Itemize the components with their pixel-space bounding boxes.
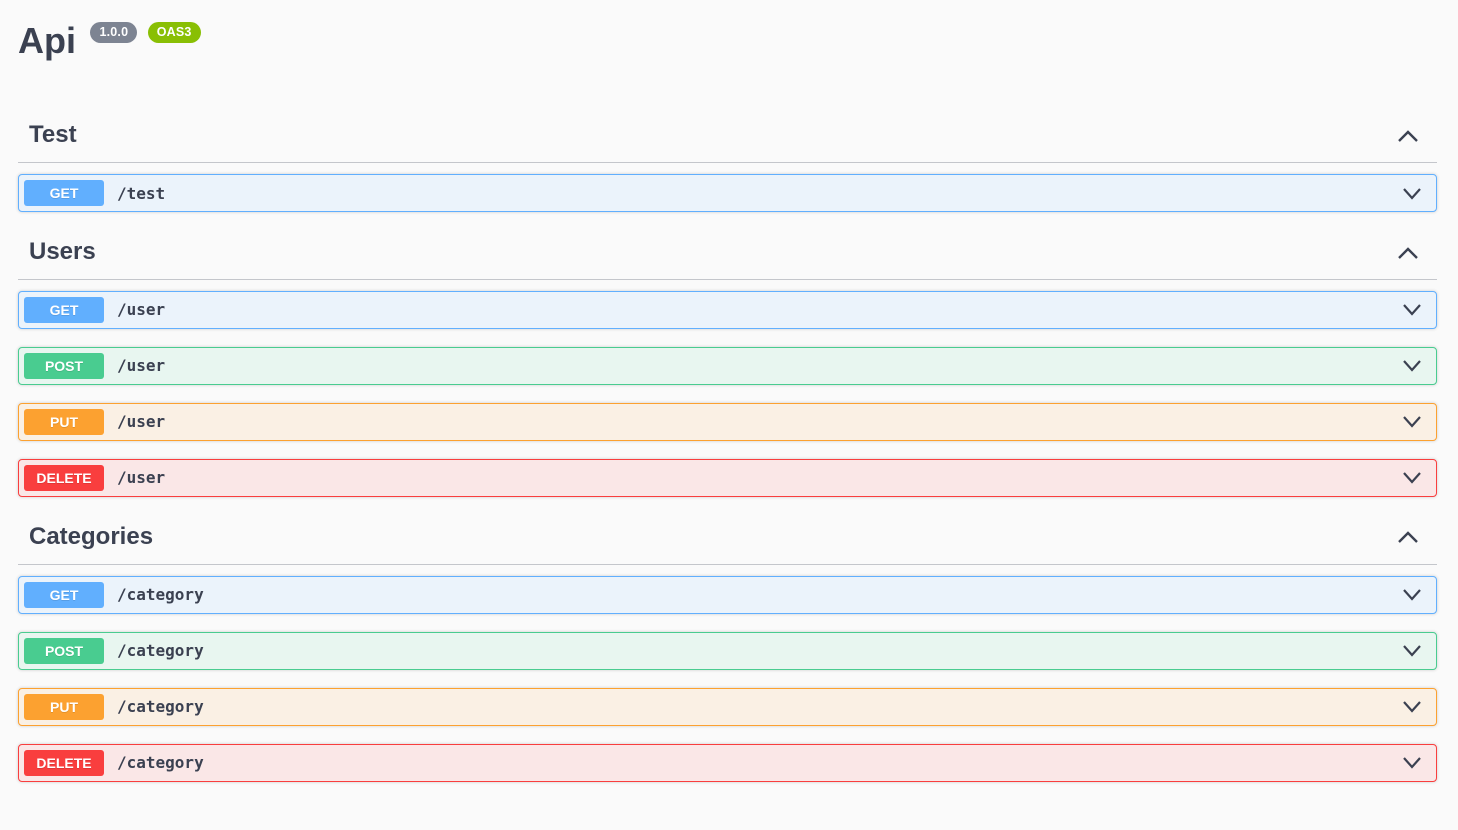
operation-row[interactable]: GET /test — [18, 174, 1437, 213]
tag-section: Categories GET /category POST /category … — [18, 515, 1437, 782]
http-method-badge: PUT — [24, 408, 104, 435]
http-method-badge: POST — [24, 352, 104, 379]
endpoint-path: /category — [117, 585, 204, 605]
endpoint-path: /category — [117, 641, 204, 661]
http-method-badge: DELETE — [24, 749, 104, 776]
expand-operation-button[interactable] — [1402, 756, 1422, 769]
expand-operation-button[interactable] — [1402, 187, 1422, 200]
operation-row[interactable]: GET /category — [18, 575, 1437, 614]
expand-operation-button[interactable] — [1402, 359, 1422, 373]
chevron-down-icon — [1403, 304, 1421, 317]
page-title: Api — [18, 20, 76, 61]
operation-row[interactable]: GET /user — [18, 290, 1437, 329]
operation-row[interactable]: DELETE /user — [18, 458, 1437, 497]
collapse-section-button[interactable] — [1397, 129, 1419, 143]
expand-operation-button[interactable] — [1402, 415, 1422, 429]
operation-row[interactable]: POST /user — [18, 346, 1437, 385]
operation-row[interactable]: PUT /user — [18, 402, 1437, 441]
collapse-section-button[interactable] — [1397, 246, 1419, 260]
http-method-badge: GET — [24, 296, 104, 323]
http-method-badge: GET — [24, 581, 104, 608]
endpoint-path: /test — [117, 183, 166, 203]
http-method-badge: PUT — [24, 693, 104, 720]
endpoint-path: /user — [117, 300, 166, 320]
operations: GET /test — [18, 174, 1437, 213]
tag-section: Users GET /user POST /user PUT /user — [18, 230, 1437, 497]
chevron-down-icon — [1403, 187, 1421, 200]
chevron-down-icon — [1403, 589, 1421, 601]
operations: GET /category POST /category PUT /catego… — [18, 575, 1437, 782]
tag-title: Test — [29, 121, 77, 149]
chevron-down-icon — [1403, 701, 1421, 713]
tag-header[interactable]: Test — [18, 113, 1437, 164]
version-badge: 1.0.0 — [90, 22, 138, 43]
tag-header[interactable]: Users — [18, 230, 1437, 280]
expand-operation-button[interactable] — [1402, 588, 1422, 601]
expand-operation-button[interactable] — [1402, 644, 1422, 657]
chevron-down-icon — [1403, 757, 1421, 769]
chevron-down-icon — [1403, 360, 1421, 373]
title-badges: 1.0.0 OAS3 — [90, 22, 201, 43]
chevron-up-icon — [1398, 246, 1418, 259]
tag-title: Categories — [29, 522, 154, 550]
tag-title: Users — [29, 238, 96, 266]
endpoint-path: /user — [117, 468, 166, 488]
api-info-header: Api 1.0.0 OAS3 — [18, 0, 1437, 61]
collapse-section-button[interactable] — [1397, 530, 1419, 544]
operation-row[interactable]: PUT /category — [18, 687, 1437, 726]
http-method-badge: DELETE — [24, 464, 104, 491]
endpoint-path: /category — [117, 753, 204, 773]
chevron-down-icon — [1403, 416, 1421, 429]
http-method-badge: GET — [24, 180, 104, 207]
operation-row[interactable]: POST /category — [18, 631, 1437, 670]
oas3-badge: OAS3 — [147, 22, 201, 43]
tag-section: Test GET /test — [18, 113, 1437, 213]
endpoint-path: /user — [117, 412, 166, 432]
expand-operation-button[interactable] — [1402, 700, 1422, 713]
endpoint-path: /user — [117, 356, 166, 376]
http-method-badge: POST — [24, 637, 104, 664]
chevron-up-icon — [1398, 531, 1418, 544]
expand-operation-button[interactable] — [1402, 471, 1422, 485]
sections: Test GET /test Users — [18, 113, 1437, 782]
chevron-up-icon — [1398, 130, 1418, 142]
endpoint-path: /category — [117, 697, 204, 717]
chevron-down-icon — [1403, 472, 1421, 485]
tag-header[interactable]: Categories — [18, 515, 1437, 565]
operations: GET /user POST /user PUT /user DELETE /u… — [18, 290, 1437, 497]
expand-operation-button[interactable] — [1402, 303, 1422, 317]
operation-row[interactable]: DELETE /category — [18, 743, 1437, 782]
chevron-down-icon — [1403, 645, 1421, 657]
